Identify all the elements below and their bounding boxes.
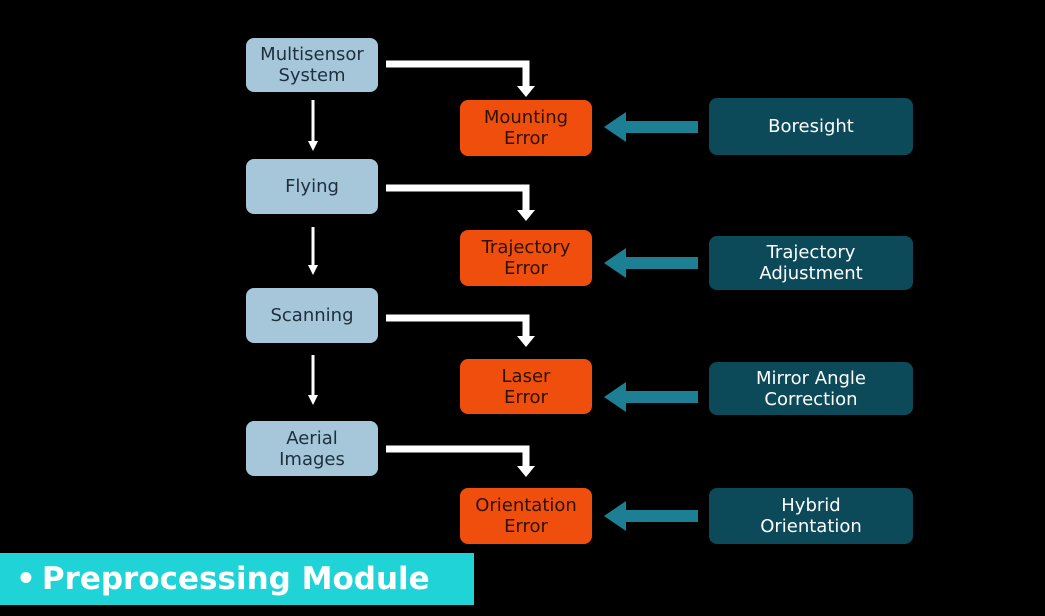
correction-label: Hybrid Orientation [760, 495, 862, 537]
correction-arrow-shaft-3 [622, 391, 698, 403]
banner-title: Preprocessing Module [41, 561, 430, 597]
correction-mirror-angle: Mirror Angle Correction [709, 362, 913, 415]
error-label: Trajectory Error [481, 237, 571, 279]
step-aerial-images: Aerial Images [246, 421, 378, 476]
step-label: Flying [285, 176, 339, 197]
correction-arrowhead-4 [604, 501, 626, 531]
elbow-arrow-2 [386, 184, 530, 212]
error-orientation: Orientation Error [460, 488, 592, 544]
correction-label: Mirror Angle Correction [756, 367, 866, 410]
correction-arrow-shaft-1 [622, 121, 698, 133]
step-multisensor-system: Multisensor System [246, 38, 378, 92]
elbow-arrow-4 [386, 445, 530, 468]
elbow-arrowhead-2 [517, 210, 535, 221]
step-label: Multisensor System [260, 44, 364, 86]
elbow-arrow-1 [386, 60, 530, 88]
error-label: Mounting Error [483, 107, 569, 149]
error-label: Orientation Error [475, 495, 577, 537]
correction-hybrid-orientation: Hybrid Orientation [709, 488, 913, 544]
banner-bullet: • [16, 561, 36, 597]
elbow-arrowhead-1 [517, 86, 535, 97]
step-label: Aerial Images [279, 427, 345, 470]
correction-trajectory-adjustment: Trajectory Adjustment [709, 236, 913, 290]
correction-boresight: Boresight [709, 98, 913, 155]
correction-arrowhead-1 [604, 112, 626, 142]
module-banner: • Preprocessing Module [0, 553, 474, 605]
error-laser: Laser Error [460, 359, 592, 414]
correction-arrow-shaft-4 [622, 510, 698, 522]
correction-label: Trajectory Adjustment [759, 242, 863, 284]
step-flying: Flying [246, 159, 378, 214]
correction-arrow-shaft-2 [622, 257, 698, 269]
step-scanning: Scanning [246, 288, 378, 343]
elbow-arrowhead-3 [517, 336, 535, 347]
error-mounting: Mounting Error [460, 100, 592, 156]
correction-arrowhead-3 [604, 382, 626, 412]
error-label: Laser Error [501, 365, 551, 408]
correction-arrowhead-2 [604, 248, 626, 278]
elbow-arrowhead-4 [517, 466, 535, 477]
step-label: Scanning [270, 305, 354, 326]
elbow-arrow-3 [386, 314, 530, 338]
error-trajectory: Trajectory Error [460, 230, 592, 286]
correction-label: Boresight [768, 116, 854, 137]
